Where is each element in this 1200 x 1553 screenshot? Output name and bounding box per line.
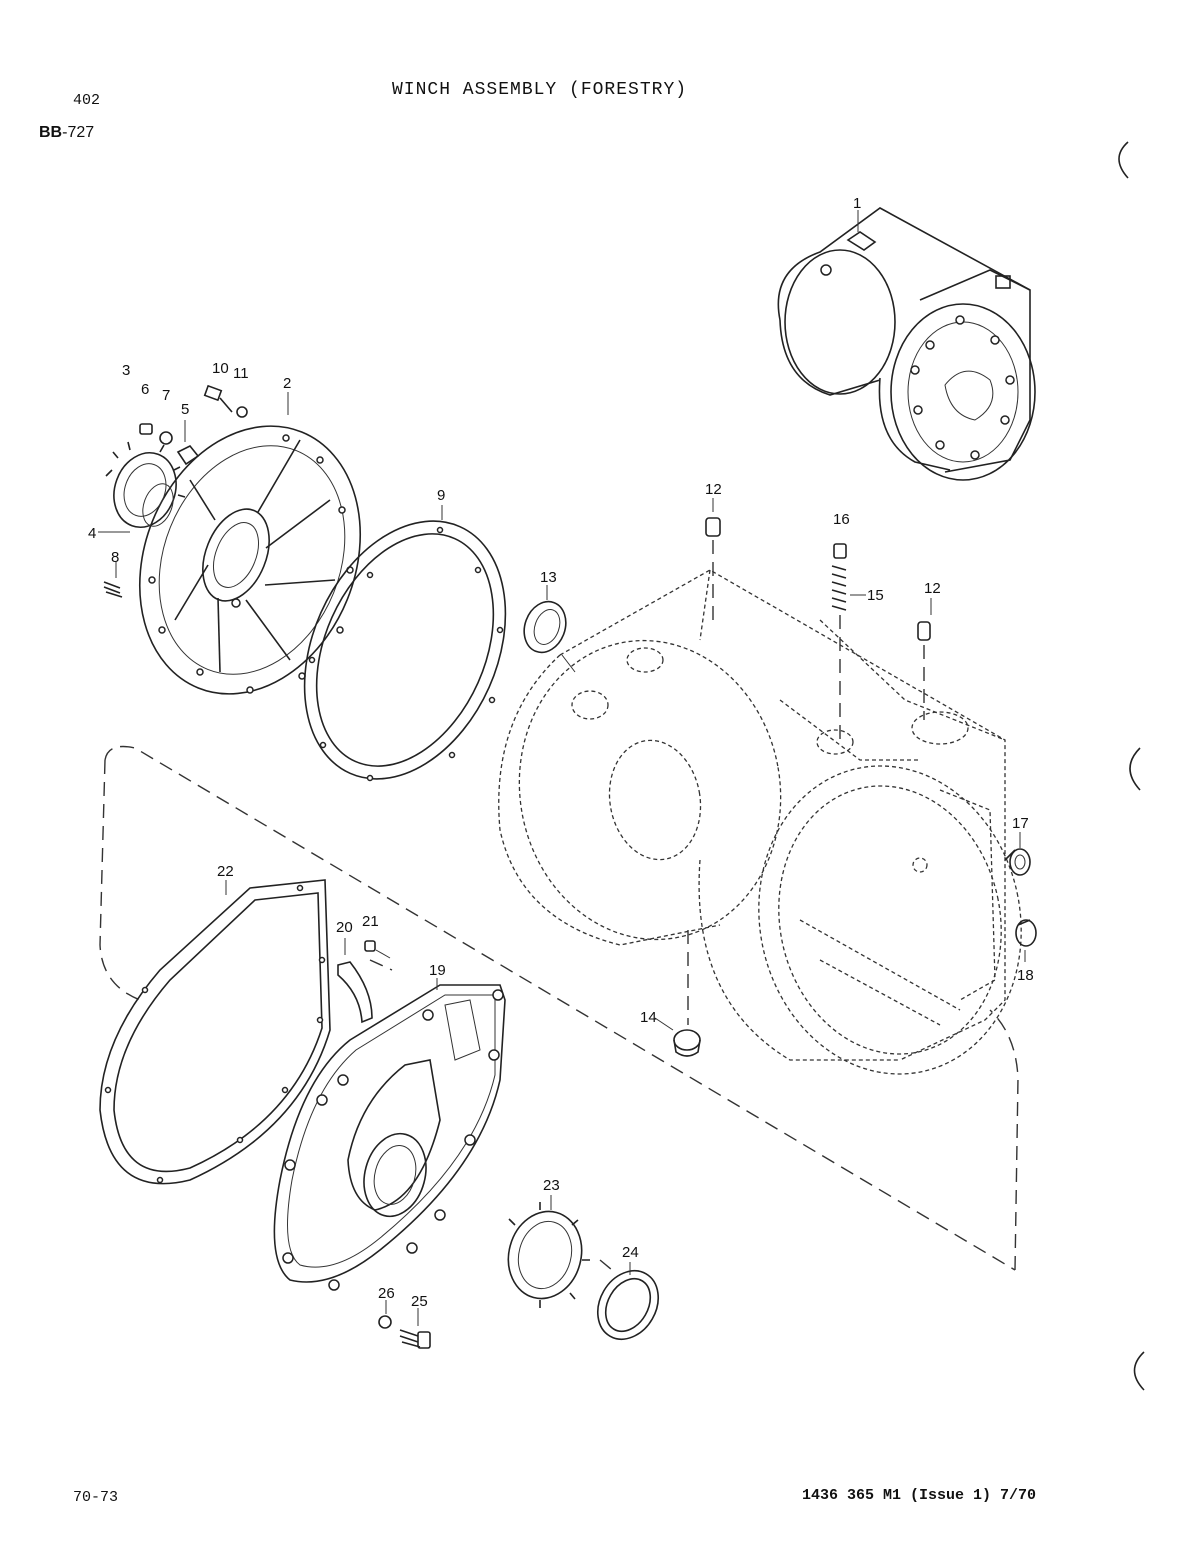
part-label: 8 [111,549,119,566]
footer-page-range: 70-73 [73,1489,119,1506]
part-label: 22 [217,863,234,880]
part-label: 18 [1017,967,1034,984]
part-13-seal [523,585,576,673]
binder-hole-marks [1118,141,1145,1391]
part-20-21-plate-bolt [337,938,391,1024]
part-12-15-16-plugs-spring [705,498,932,745]
part-label: 7 [162,387,170,404]
part-9-gasket [303,505,507,782]
page-number: 402 [73,92,101,109]
part-label: 11 [233,365,249,382]
part-label: 1 [853,195,861,212]
part-label: 2 [283,375,291,392]
part-label: 16 [833,511,850,528]
assembly-group-outline [99,745,1019,1271]
part-17-18-bushings [1004,832,1037,962]
part-1-winch-housing [777,207,1036,481]
part-number-labels: 1 2 3 4 5 6 7 8 9 10 11 12 12 13 14 15 1… [88,195,1034,1310]
reference-code-suffix: -727 [62,124,95,141]
part-label: 23 [543,1177,560,1194]
part-label: 24 [622,1244,639,1261]
part-label: 12 [705,481,722,498]
part-3-4-5-retainer-nut [98,420,200,533]
part-label: 26 [378,1285,395,1302]
part-label: 25 [411,1293,428,1310]
part-label: 5 [181,401,189,418]
part-25-26-bolt-washer [378,1300,431,1349]
part-label: 6 [141,381,149,398]
small-fasteners [103,384,248,598]
part-label: 15 [867,587,884,604]
part-22-cover-gasket [99,879,331,1185]
part-23-24-nut-seal [507,1195,659,1340]
footer-part-number: 1436 365 M1 (Issue 1) 7/70 [802,1487,1037,1504]
part-label: 4 [88,525,96,542]
reference-code-prefix: BB [39,124,63,141]
part-label: 9 [437,487,445,504]
main-housing [498,569,1022,1075]
part-label: 14 [640,1009,657,1026]
part-label: 3 [122,362,130,379]
part-label: 19 [429,962,446,979]
part-label: 12 [924,580,941,597]
reference-code: BB-727 [39,124,94,142]
part-label: 13 [540,569,557,586]
part-label: 21 [362,913,379,930]
part-2-end-cover [138,392,362,695]
part-label: 20 [336,919,353,936]
page-title: WINCH ASSEMBLY (FORESTRY) [392,80,688,100]
part-label: 10 [212,360,229,377]
part-19-cover-plate [273,978,506,1291]
part-label: 17 [1012,815,1029,832]
part-14-drain-plug [654,930,701,1057]
assembly-leader-lines [369,959,613,1271]
